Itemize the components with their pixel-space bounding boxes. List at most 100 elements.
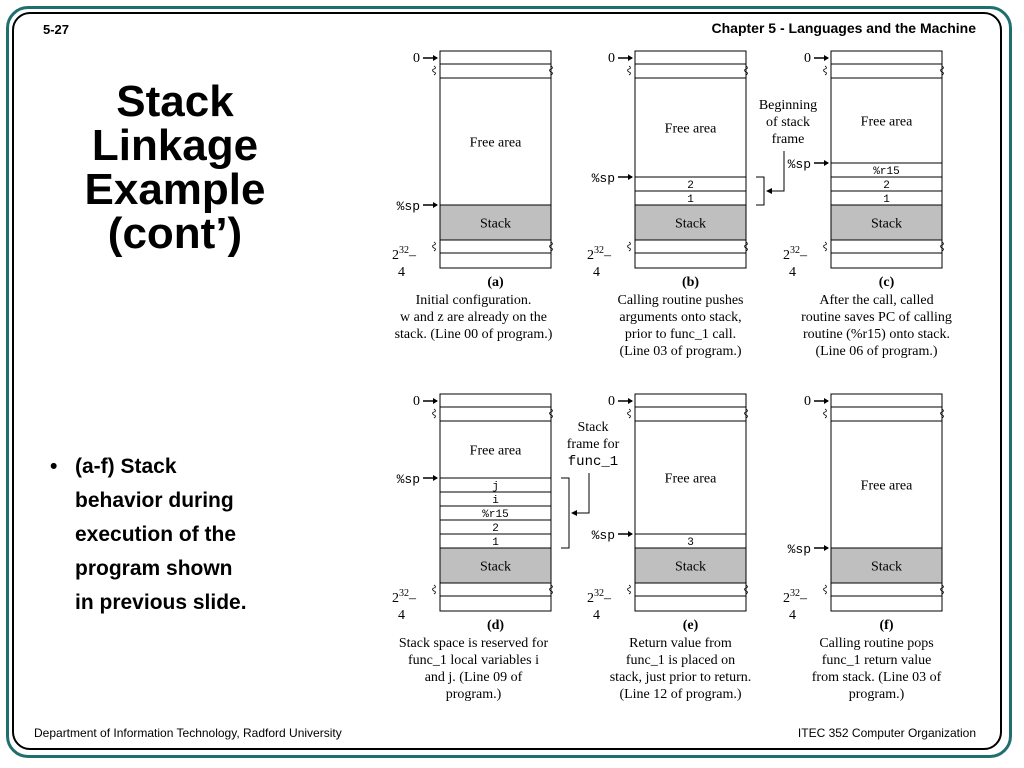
arrowhead-icon	[433, 475, 438, 481]
arrowhead-icon	[628, 531, 633, 537]
memory-cell	[830, 239, 943, 254]
break-mark-icon	[432, 241, 436, 252]
panel-letter: (d)	[487, 618, 504, 633]
memory-cell	[634, 582, 747, 597]
address-zero-label: 0	[413, 394, 420, 409]
caption-line: prior to func_1 call.	[625, 327, 736, 342]
memory-cell	[439, 239, 552, 254]
arrowhead-icon	[433, 55, 438, 61]
memory-top-cell	[830, 50, 943, 65]
four-label: 4	[789, 265, 796, 280]
memory-cell	[439, 406, 552, 422]
address-zero-label: 0	[608, 394, 615, 409]
arrowhead-icon	[824, 545, 829, 551]
break-mark-icon	[823, 241, 827, 252]
exponent: 32	[399, 588, 409, 599]
address-zero-label: 0	[608, 51, 615, 66]
exponent: 32	[790, 245, 800, 256]
annotation-arrow	[573, 473, 590, 514]
base: 2	[587, 248, 594, 263]
break-mark-icon	[744, 584, 748, 595]
memory-cell	[830, 63, 943, 79]
four-label: 4	[398, 608, 405, 623]
annotation-line: Beginning	[759, 98, 817, 113]
arrowhead-icon	[824, 55, 829, 61]
break-mark-icon	[432, 584, 436, 595]
frame-bracket	[561, 477, 570, 549]
free-area-label: Free area	[665, 472, 717, 487]
two-pow-32-label: 232–	[783, 245, 808, 263]
title-line: Stack	[116, 77, 234, 126]
stack-cell-value: 2	[687, 180, 694, 192]
bullet-line: behavior during	[75, 489, 234, 512]
arrowhead-icon	[824, 160, 829, 166]
break-mark-icon	[432, 65, 436, 76]
stack-region	[439, 547, 552, 584]
slide-number: 5-27	[43, 22, 70, 37]
stack-label: Stack	[480, 560, 511, 575]
stack-cell-value: 1	[687, 194, 694, 206]
panel-letter: (b)	[682, 275, 699, 290]
break-mark-icon	[744, 65, 748, 76]
memory-cell	[439, 582, 552, 597]
break-mark-icon	[627, 241, 631, 252]
break-mark-icon	[744, 241, 748, 252]
four-label: 4	[398, 265, 405, 280]
caption-line: (Line 03 of program.)	[619, 344, 741, 359]
minus: –	[799, 591, 808, 606]
caption-line: w and z are already on the	[400, 310, 547, 325]
memory-cell	[634, 406, 747, 422]
memory-cell	[439, 63, 552, 79]
stack-cell-value: 1	[492, 537, 499, 549]
footer-course: ITEC 352 Computer Organization	[797, 726, 976, 740]
caption-line: Stack space is reserved for	[399, 636, 549, 651]
stack-cell-value: 2	[492, 523, 499, 535]
annotation-line: func_1	[568, 454, 618, 470]
two-pow-32-label: 232–	[392, 245, 417, 263]
minus: –	[408, 248, 417, 263]
arrowhead-icon	[628, 55, 633, 61]
stack-cell-value: 2	[883, 180, 890, 192]
two-pow-32-label: 232–	[587, 245, 612, 263]
caption-line: (Line 12 of program.)	[619, 687, 741, 702]
four-label: 4	[593, 608, 600, 623]
stack-label: Stack	[675, 217, 706, 232]
arrowhead-icon	[628, 398, 633, 404]
free-area-label: Free area	[665, 122, 717, 137]
sp-label: %sp	[397, 199, 420, 214]
break-mark-icon	[627, 65, 631, 76]
two-pow-32-label: 232–	[783, 588, 808, 606]
break-mark-icon	[940, 65, 944, 76]
annotation-arrow	[768, 151, 785, 192]
memory-cell	[634, 239, 747, 254]
stack-cell	[439, 533, 552, 549]
memory-bottom-cell	[634, 595, 747, 612]
title-line: Linkage	[91, 121, 259, 170]
stack-cell-value: i	[492, 495, 499, 507]
break-mark-icon	[627, 584, 631, 595]
annotation-line: Stack	[577, 420, 608, 435]
chapter-title: Chapter 5 - Languages and the Machine	[711, 20, 977, 36]
four-label: 4	[789, 608, 796, 623]
stack-region	[439, 204, 552, 241]
sp-label: %sp	[788, 542, 811, 557]
title-line: Example	[84, 165, 266, 214]
arrowhead-icon	[433, 202, 438, 208]
memory-cell	[634, 63, 747, 79]
base: 2	[392, 591, 399, 606]
stack-region	[634, 204, 747, 241]
caption-line: func_1 is placed on	[626, 653, 735, 668]
address-zero-label: 0	[413, 51, 420, 66]
memory-top-cell	[830, 393, 943, 408]
break-mark-icon	[823, 584, 827, 595]
address-zero-label: 0	[804, 394, 811, 409]
minus: –	[603, 248, 612, 263]
break-mark-icon	[823, 408, 827, 419]
stack-label: Stack	[480, 217, 511, 232]
bullet-dot-icon: •	[50, 455, 58, 478]
caption-line: (Line 06 of program.)	[815, 344, 937, 359]
sp-label: %sp	[592, 528, 615, 543]
stack-cell	[634, 190, 747, 206]
bullet-text: (a-f) Stack behavior during execution of…	[75, 450, 290, 620]
